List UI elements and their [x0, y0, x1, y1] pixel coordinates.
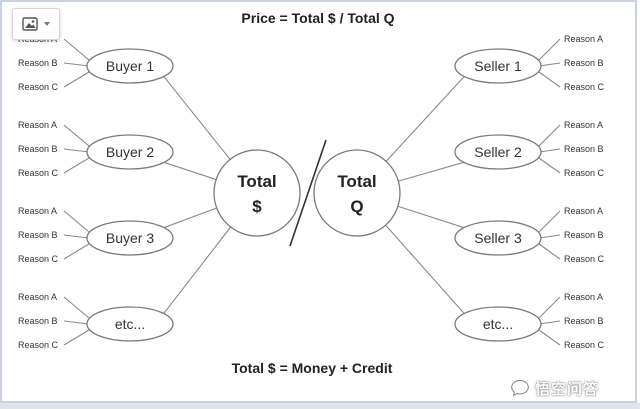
diagram-nodes: Reason A Reason B Reason C Buyer 1 Reason A R…	[18, 34, 605, 350]
connector-lines	[63, 38, 561, 346]
diagram-title-bottom: Total $ = Money + Credit	[232, 360, 393, 376]
image-icon[interactable]	[22, 17, 38, 31]
buyer-2-reason-link-2	[63, 148, 90, 153]
buyer-3-reason-1: Reason A	[18, 206, 57, 216]
buyer-2-link	[163, 161, 217, 181]
buyer-1-reason-3: Reason C	[18, 82, 59, 92]
total-money-label-line-1: Total	[237, 172, 276, 191]
buyer-3-reason-link-3	[63, 243, 90, 260]
seller-2-reason-link-2	[538, 148, 561, 153]
buyer-1-label: Buyer 1	[106, 58, 154, 74]
seller-1-reason-3: Reason C	[564, 82, 605, 92]
seller-2-link	[398, 161, 465, 182]
image-toolbar[interactable]	[12, 8, 60, 40]
total-q-label-line-2: Q	[350, 197, 363, 216]
seller-4-reason-1: Reason A	[564, 292, 603, 302]
seller-3-label: Seller 3	[474, 230, 522, 246]
buyer-1-reason-link-3	[63, 71, 90, 88]
seller-1-reason-link-2	[538, 62, 561, 67]
buyer-2-reason-link-3	[63, 157, 90, 174]
seller-2-reason-link-3	[538, 157, 561, 174]
seller-3-reason-link-1	[538, 210, 561, 233]
seller-3-reason-2: Reason B	[564, 230, 604, 240]
buyer-2-reason-3: Reason C	[18, 168, 59, 178]
seller-4-reason-3: Reason C	[564, 340, 605, 350]
seller-2-reason-2: Reason B	[564, 144, 604, 154]
buyer-4-label: etc...	[115, 316, 145, 332]
seller-1-reason-link-3	[538, 71, 561, 88]
buyer-3-reason-link-1	[63, 210, 90, 233]
seller-3-reason-link-2	[538, 234, 561, 239]
buyer-4-reason-link-2	[63, 320, 90, 325]
seller-2-ellipse	[454, 134, 542, 170]
total-q-node: Total Q	[313, 149, 401, 237]
seller-2-reason-link-1	[538, 124, 561, 147]
chevron-down-icon[interactable]	[44, 22, 50, 26]
divider-slash	[289, 139, 327, 247]
buyer-1-link	[163, 75, 231, 160]
chat-bubble-icon	[511, 379, 529, 397]
buyer-4-reason-link-3	[63, 329, 90, 346]
buyer-1-reason-link-1	[63, 38, 90, 61]
buyer-3-reason-3: Reason C	[18, 254, 59, 264]
buyer-3-reason-2: Reason B	[18, 230, 58, 240]
seller-4-reason-2: Reason B	[564, 316, 604, 326]
seller-4-label: etc...	[483, 316, 513, 332]
buyer-3-reason-link-2	[63, 234, 90, 239]
buyer-2-reason-link-1	[63, 124, 90, 147]
seller-3-link	[397, 205, 465, 229]
seller-1-label: Seller 1	[474, 58, 522, 74]
seller-3-reason-3: Reason C	[564, 254, 605, 264]
seller-1-ellipse	[454, 48, 542, 84]
seller-4-reason-link-2	[538, 320, 561, 325]
buyer-2-ellipse	[86, 134, 174, 170]
seller-4-reason-link-1	[538, 296, 561, 319]
total-q-label-line-1: Total	[337, 172, 376, 191]
seller-2-reason-1: Reason A	[564, 120, 603, 130]
seller-3-reason-1: Reason A	[564, 206, 603, 216]
watermark: 悟空问答	[510, 376, 634, 400]
seller-3-ellipse	[454, 220, 542, 256]
total-money-node: Total $	[213, 149, 301, 237]
seller-1-link	[385, 75, 465, 162]
buyer-3-link	[163, 207, 217, 229]
diagram-title-top: Price = Total $ / Total Q	[241, 10, 394, 26]
buyer-1-ellipse	[86, 48, 174, 84]
buyer-4-reason-3: Reason C	[18, 340, 59, 350]
seller-4-ellipse	[454, 306, 542, 342]
buyer-4-ellipse	[86, 306, 174, 342]
buyer-3-ellipse	[86, 220, 174, 256]
buyer-4-link	[163, 226, 232, 315]
buyer-2-reason-2: Reason B	[18, 144, 58, 154]
seller-2-reason-3: Reason C	[564, 168, 605, 178]
bottom-rule	[0, 403, 640, 409]
seller-1-reason-1: Reason A	[564, 34, 603, 44]
seller-2-label: Seller 2	[474, 144, 522, 160]
watermark-text: 悟空问答	[535, 379, 600, 398]
seller-1-reason-2: Reason B	[564, 58, 604, 68]
buyer-2-label: Buyer 2	[106, 144, 154, 160]
buyer-2-reason-1: Reason A	[18, 120, 57, 130]
total-money-label-line-2: $	[252, 197, 262, 216]
buyer-4-reason-link-1	[63, 296, 90, 319]
seller-3-reason-link-3	[538, 243, 561, 260]
buyer-1-reason-link-2	[63, 62, 90, 67]
seller-4-reason-link-3	[538, 329, 561, 346]
buyer-3-label: Buyer 3	[106, 230, 154, 246]
seller-4-link	[385, 224, 465, 315]
seller-1-reason-link-1	[538, 38, 561, 61]
buyer-4-reason-1: Reason A	[18, 292, 57, 302]
buyer-4-reason-2: Reason B	[18, 316, 58, 326]
buyer-1-reason-2: Reason B	[18, 58, 58, 68]
